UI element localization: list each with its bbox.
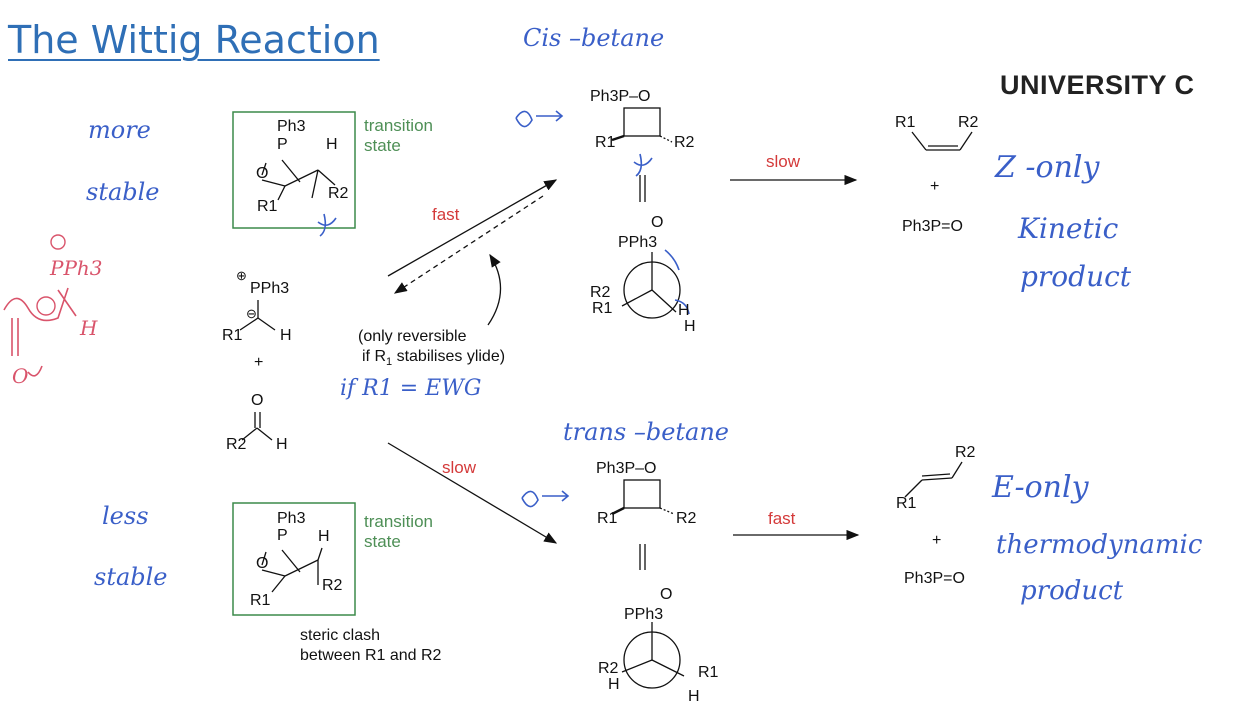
top-ts-o: O bbox=[256, 165, 269, 182]
trans-newman-pph3: PPh3 bbox=[624, 606, 664, 623]
hand-z-only: Z -only bbox=[995, 150, 1100, 185]
cis-newman-pph3: PPh3 bbox=[618, 234, 658, 251]
top-ts-label: transition state bbox=[364, 116, 433, 155]
aldehyde-o: O bbox=[251, 392, 264, 409]
cis-newman-r1: R1 bbox=[592, 300, 613, 317]
reversible-note-line1: (only reversible bbox=[358, 328, 467, 345]
hand-pink-h: H bbox=[80, 316, 98, 340]
university-logo-text: UNIVERSITY C bbox=[1000, 70, 1195, 100]
e-product-byproduct: Ph3P=O bbox=[904, 570, 965, 587]
trans-betaine-r1: R1 bbox=[597, 510, 618, 527]
hand-if-r1-ewg: if R1 = EWG bbox=[340, 376, 482, 401]
top-ts-r1: R1 bbox=[257, 198, 278, 215]
reversible-note-line2: if R1 stabilises ylide) bbox=[362, 348, 506, 369]
trans-newman-h-left: H bbox=[608, 676, 620, 693]
hand-product-bottom: product bbox=[1020, 576, 1124, 606]
e-product-plus: + bbox=[932, 532, 942, 549]
bottom-ts-r2: R2 bbox=[322, 577, 343, 594]
top-ts-r2: R2 bbox=[328, 185, 349, 202]
ylide-r1: R1 bbox=[222, 327, 243, 344]
bottom-ts-p: P bbox=[277, 527, 288, 544]
hand-more: more bbox=[88, 116, 151, 144]
hand-trans-betaine: trans –betane bbox=[563, 418, 730, 446]
cis-newman-o: O bbox=[651, 214, 664, 231]
top-ts-p: P bbox=[277, 136, 288, 153]
bottom-ts-r1: R1 bbox=[250, 592, 271, 609]
aldehyde-h: H bbox=[276, 436, 288, 453]
trans-newman-r1: R1 bbox=[698, 664, 719, 681]
hand-e-only: E-only bbox=[992, 470, 1089, 505]
bottom-ts-o: O bbox=[256, 555, 269, 572]
e-product-r1: R1 bbox=[896, 495, 917, 512]
cis-newman-r2: R2 bbox=[590, 284, 611, 301]
cis-newman-h1: H bbox=[678, 302, 690, 319]
trans-newman-o: O bbox=[660, 586, 673, 603]
cis-betaine-r2: R2 bbox=[674, 134, 695, 151]
cis-newman-h2: H bbox=[684, 318, 696, 335]
hand-less: less bbox=[102, 502, 149, 530]
trans-newman-h: H bbox=[688, 688, 700, 705]
bottom-ts-ph3: Ph3 bbox=[277, 510, 306, 527]
bottom-ts-h: H bbox=[318, 528, 330, 545]
arrow-label-slow-bottom: slow bbox=[442, 458, 477, 477]
arrow-label-slow-top: slow bbox=[766, 152, 801, 171]
z-product-plus: + bbox=[930, 178, 940, 195]
top-ts-h: H bbox=[326, 136, 338, 153]
ylide-h: H bbox=[280, 327, 292, 344]
hand-cis-betaine: Cis –betane bbox=[523, 24, 665, 52]
hand-product-top: product bbox=[1020, 260, 1132, 293]
hand-stable-bottom: stable bbox=[94, 563, 168, 591]
z-product-byproduct: Ph3P=O bbox=[902, 218, 963, 235]
cis-betaine-header: Ph3P–O bbox=[590, 88, 651, 105]
e-product-r2: R2 bbox=[955, 444, 976, 461]
z-product-r1: R1 bbox=[895, 114, 916, 131]
hand-pink-o: O bbox=[12, 364, 29, 388]
hand-stable-top: stable bbox=[86, 178, 160, 206]
reactant-plus: + bbox=[254, 354, 264, 371]
ylide-charge-minus: ⊖ bbox=[246, 306, 257, 321]
bottom-ts-label: transition state bbox=[364, 512, 433, 551]
cis-betaine-r1: R1 bbox=[595, 134, 616, 151]
arrow-label-fast-top: fast bbox=[432, 205, 460, 224]
trans-betaine-header: Ph3P–O bbox=[596, 460, 657, 477]
trans-betaine-r2: R2 bbox=[676, 510, 697, 527]
hand-kinetic: Kinetic bbox=[1018, 212, 1119, 245]
hand-pink-pph3: PPh3 bbox=[50, 256, 103, 280]
page-title: The Wittig Reaction bbox=[8, 18, 380, 62]
top-ts-ph3: Ph3 bbox=[277, 118, 306, 135]
trans-newman-r2: R2 bbox=[598, 660, 619, 677]
arrow-label-fast-bottom: fast bbox=[768, 509, 796, 528]
z-product-r2: R2 bbox=[958, 114, 979, 131]
ylide-charge-plus: ⊕ bbox=[236, 268, 247, 283]
ylide-pph3: PPh3 bbox=[250, 280, 290, 297]
hand-thermodynamic: thermodynamic bbox=[996, 530, 1203, 560]
aldehyde-r2: R2 bbox=[226, 436, 247, 453]
steric-note-line2: between R1 and R2 bbox=[300, 647, 442, 664]
steric-note-line1: steric clash bbox=[300, 627, 381, 644]
